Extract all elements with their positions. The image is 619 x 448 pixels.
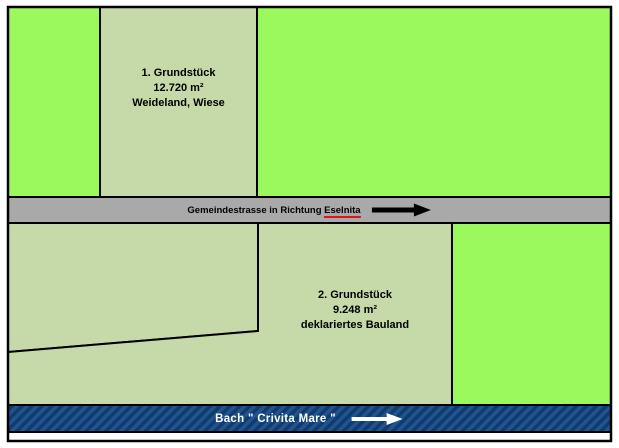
neighbor-plot-bottom-left — [7, 222, 259, 354]
map-border — [6, 5, 613, 443]
parcel1-area — [99, 6, 258, 198]
parcel2-land-type: deklariertes Bauland — [300, 319, 410, 331]
road-label-town: Eselnita — [324, 204, 361, 218]
parcel2-label: 2. Grundstück 9.248 m² deklariertes Baul… — [258, 288, 452, 333]
pasture-top-left — [7, 6, 101, 198]
parcel2-title: 2. Grundstück — [318, 289, 392, 301]
parcel1-label: 1. Grundstück 12.720 m² Weideland, Wiese — [100, 66, 257, 111]
road-direction-arrow-icon — [371, 203, 431, 217]
pasture-top-right — [256, 6, 612, 198]
parcel1-title: 1. Grundstück — [141, 67, 216, 79]
parcel1-land-type: Weideland, Wiese — [132, 97, 225, 109]
river-label-text: Bach " Crivita Mare " — [215, 412, 336, 425]
river-label: Bach " Crivita Mare " — [215, 405, 404, 432]
parcel2-area-size: 9.248 m² — [332, 304, 378, 316]
road-label-text: Gemeindestrasse in Richtung Eselnita — [187, 204, 361, 218]
parcel1-area-size: 12.720 m² — [153, 82, 204, 94]
road-label-prefix: Gemeindestrasse in Richtung — [187, 204, 325, 216]
river-flow-arrow-icon — [351, 412, 403, 425]
road-label: Gemeindestrasse in Richtung Eselnita — [187, 197, 431, 223]
pasture-bottom-right — [451, 222, 612, 406]
